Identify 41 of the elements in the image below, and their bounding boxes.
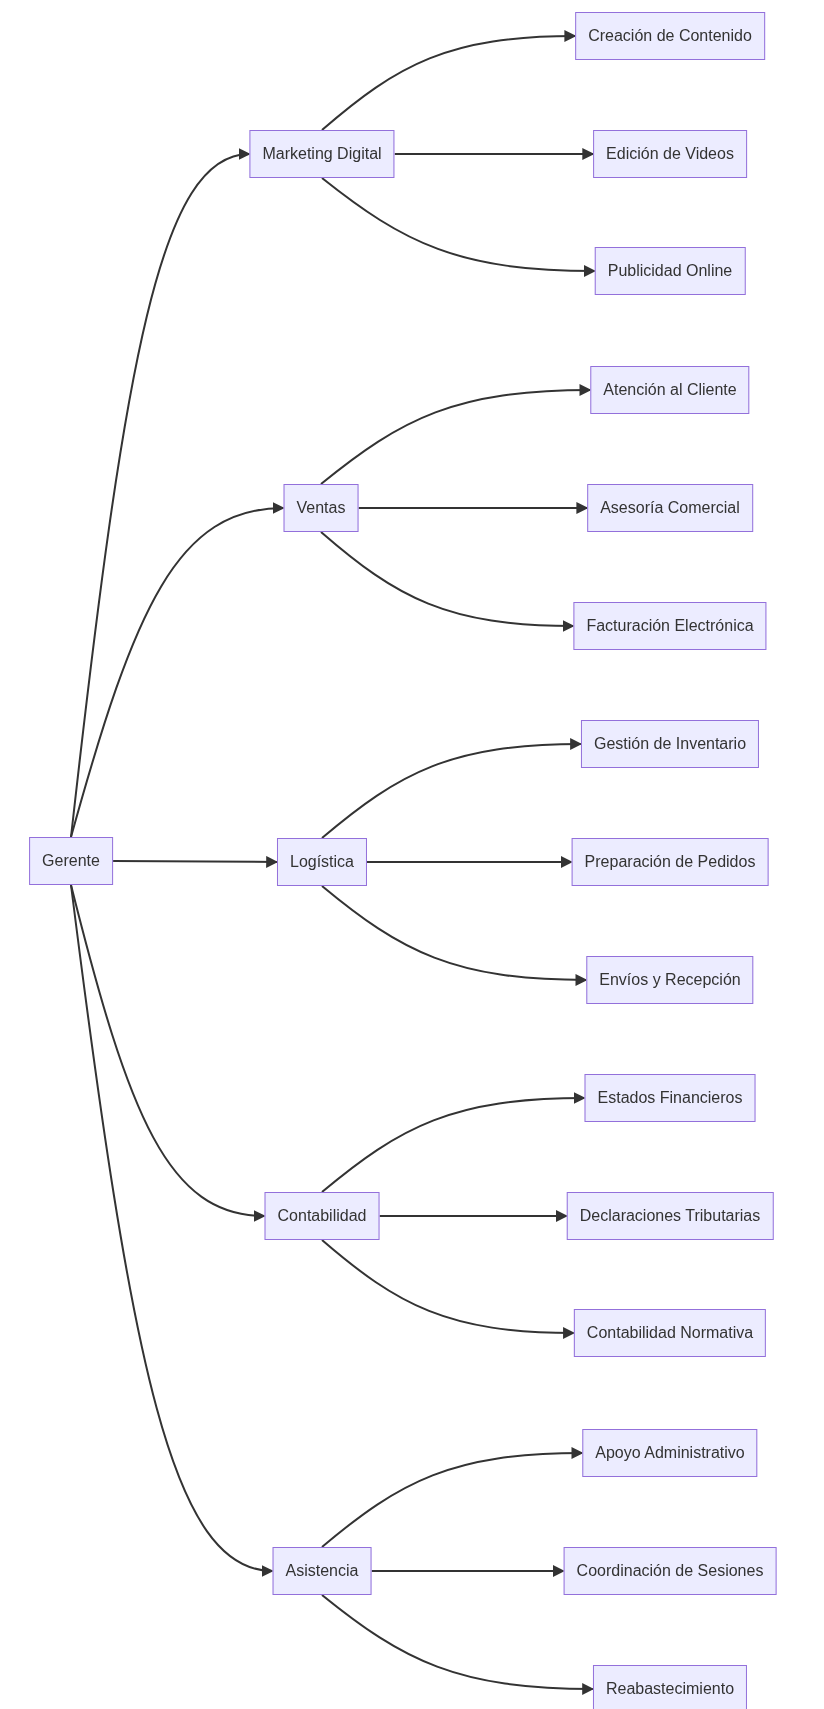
process-box: Creación de Contenido (575, 12, 765, 60)
arrow (70, 502, 285, 838)
process-box: Asistencia (272, 1547, 372, 1595)
arrow (321, 30, 577, 131)
arrow (70, 150, 251, 838)
process-box: Publicidad Online (594, 247, 746, 295)
process-box: Gerente (29, 837, 113, 885)
arrow (70, 884, 274, 1575)
arrow (70, 884, 266, 1221)
process-box: Marketing Digital (249, 130, 395, 178)
process-box: Contabilidad (264, 1192, 380, 1240)
process-box: Coordinación de Sesiones (563, 1547, 777, 1595)
arrow (321, 1092, 586, 1193)
arrow (370, 1565, 565, 1577)
process-box: Declaraciones Tributarias (566, 1192, 774, 1240)
arrow (357, 502, 589, 514)
arrow (320, 531, 575, 632)
process-box: Reabastecimiento (592, 1665, 748, 1709)
arrow (320, 384, 592, 485)
process-box: Edición de Videos (593, 130, 747, 178)
arrow (321, 1447, 584, 1548)
process-box: Atención al Cliente (590, 366, 750, 414)
arrow (321, 738, 583, 839)
process-box: Envíos y Recepción (586, 956, 754, 1004)
process-box: Asesoría Comercial (587, 484, 753, 532)
process-box: Gestión de Inventario (580, 720, 760, 768)
arrow (321, 177, 596, 277)
arrow (366, 856, 573, 868)
process-box: Facturación Electrónica (573, 602, 767, 650)
arrow (321, 1594, 595, 1695)
arrow (378, 1210, 568, 1222)
arrow (393, 148, 595, 160)
process-box: Preparación de Pedidos (571, 838, 769, 886)
process-box: Apoyo Administrativo (582, 1429, 758, 1477)
arrow (321, 885, 588, 986)
arrow (111, 855, 279, 868)
arrow (321, 1239, 576, 1339)
process-box: Ventas (283, 484, 359, 532)
process-box: Estados Financieros (584, 1074, 756, 1122)
process-box: Logística (277, 838, 367, 886)
process-box: Contabilidad Normativa (573, 1309, 767, 1357)
